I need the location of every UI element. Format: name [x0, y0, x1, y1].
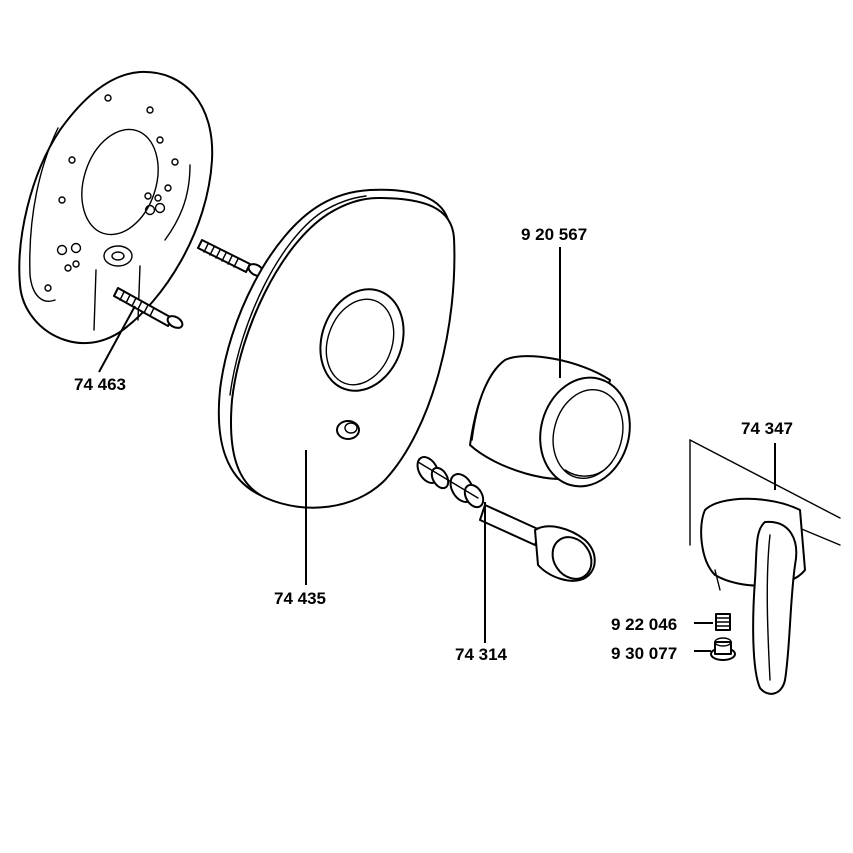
set-screw — [715, 613, 731, 631]
part-number-label: 74 463 — [74, 375, 126, 394]
part-number-label: 74 314 — [455, 645, 508, 664]
screw-upper — [197, 239, 265, 277]
part-number-label: 9 20 567 — [521, 225, 587, 244]
screw-lower — [113, 287, 184, 329]
leader-lines — [98, 247, 776, 652]
diverter-spindle — [416, 456, 596, 582]
mounting-plate — [18, 70, 214, 345]
part-number-label: 9 30 077 — [611, 644, 677, 663]
plug — [710, 637, 736, 661]
escutcheon — [217, 188, 456, 509]
sleeve — [469, 355, 631, 488]
part-number-label: 74 435 — [274, 589, 326, 608]
lever-handle — [689, 439, 841, 695]
part-number-label: 74 347 — [741, 419, 793, 438]
part-number-label: 9 22 046 — [611, 615, 677, 634]
